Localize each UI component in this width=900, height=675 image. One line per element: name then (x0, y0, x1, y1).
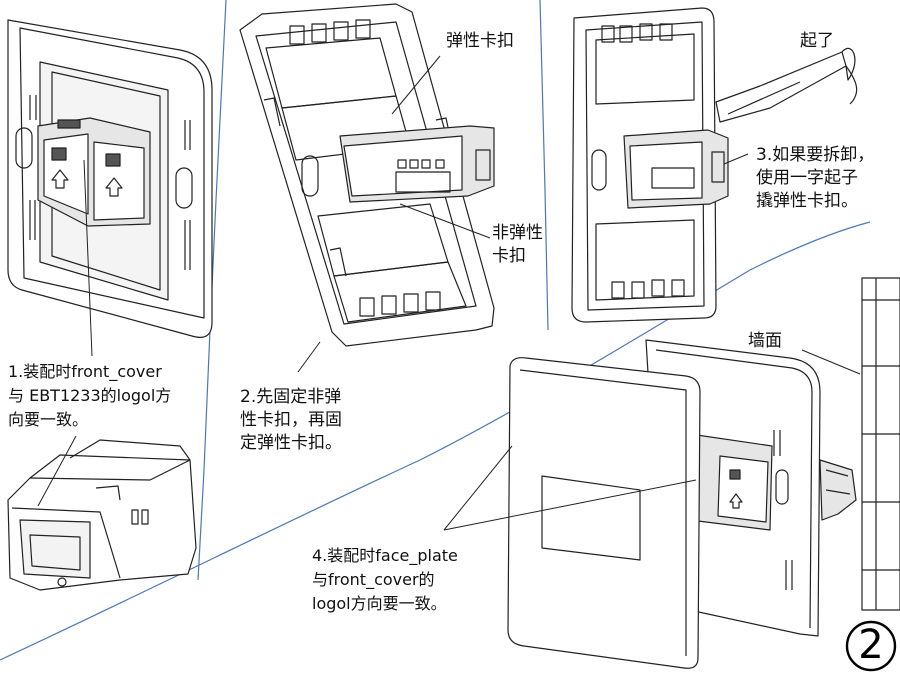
label-step3-line1: 3.如果要拆卸， (756, 145, 875, 165)
label-elastic-clip: 弹性卡扣 (446, 31, 514, 51)
label-step1-line1: 1.装配时front_cover (8, 362, 162, 381)
label-step4-line3: logol方向要一致。 (312, 594, 447, 613)
label-step3: 3.如果要拆卸， 使用一字起子 撬弹性卡扣。 (756, 144, 874, 213)
module-panel4 (689, 433, 857, 531)
label-pry-tool: 起了 (800, 31, 834, 51)
page-number: 2 (858, 622, 884, 668)
label-step1-line3: 向要一致。 (8, 410, 89, 429)
leader-lines (37, 55, 861, 531)
label-step2-line2: 性卡扣，再固 (240, 410, 342, 430)
face-plate (507, 357, 701, 669)
label-step3-line3: 撬弹性卡扣。 (756, 191, 858, 211)
label-non-elastic-clip-line2: 卡扣 (492, 246, 526, 266)
keystone-module-front (37, 117, 151, 227)
label-step4-line1: 4.装配时face_plate (312, 546, 458, 565)
label-step4-line2: 与front_cover的 (312, 570, 435, 589)
keystone-module-side (339, 125, 495, 203)
keystone-module-panel3 (623, 129, 729, 209)
label-step2-line3: 定弹性卡扣。 (240, 433, 342, 453)
wall-section (861, 277, 900, 611)
label-non-elastic-clip: 非弹性 卡扣 (492, 222, 543, 268)
label-non-elastic-clip-line1: 非弹性 (492, 223, 543, 243)
label-step4: 4.装配时face_plate 与front_cover的 logol方向要一致… (312, 544, 458, 616)
label-step2-line1: 2.先固定非弹 (240, 387, 342, 407)
page-number-circle (845, 620, 897, 672)
label-step1-line2: 与 EBT1233的logol方 (8, 386, 172, 405)
label-step2: 2.先固定非弹 性卡扣，再固 定弹性卡扣。 (240, 386, 342, 455)
label-wall: 墙面 (748, 331, 782, 351)
label-step1: 1.装配时front_cover 与 EBT1233的logol方 向要一致。 (8, 360, 171, 432)
ebt1233-module (7, 439, 197, 591)
screwdriver (715, 47, 858, 123)
label-step3-line2: 使用一字起子 (756, 168, 858, 188)
